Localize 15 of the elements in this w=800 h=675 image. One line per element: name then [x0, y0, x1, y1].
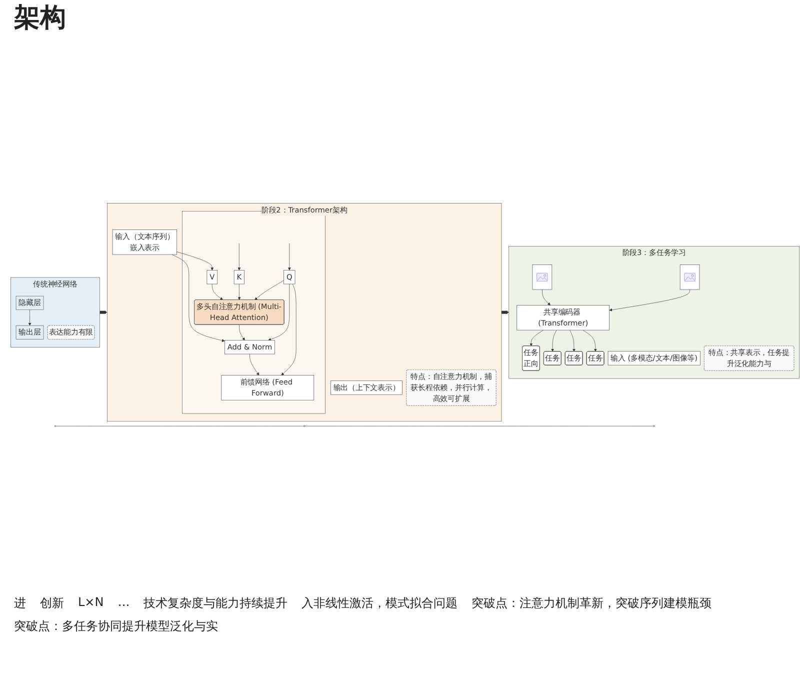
node-circle	[653, 425, 655, 427]
note-text: …	[118, 595, 130, 611]
title: 架构	[14, 2, 66, 35]
node-picture	[532, 264, 552, 290]
node-circle	[54, 425, 56, 427]
node-circle	[303, 425, 306, 427]
note-text: 创新	[40, 595, 64, 612]
note-text: 突破点：多任务协同提升模型泛化与实	[14, 618, 218, 635]
note-text: 入非线性激活，模式拟合问题	[302, 595, 458, 612]
arrow	[98, 310, 108, 314]
node-picture	[680, 264, 700, 290]
note-text: 突破点：注意力机制革新，突破序列建模瓶颈	[472, 595, 712, 612]
note-text: L×N	[78, 595, 104, 611]
note-text: 进	[14, 595, 26, 612]
note-text: 技术复杂度与能力持续提升	[144, 595, 288, 612]
